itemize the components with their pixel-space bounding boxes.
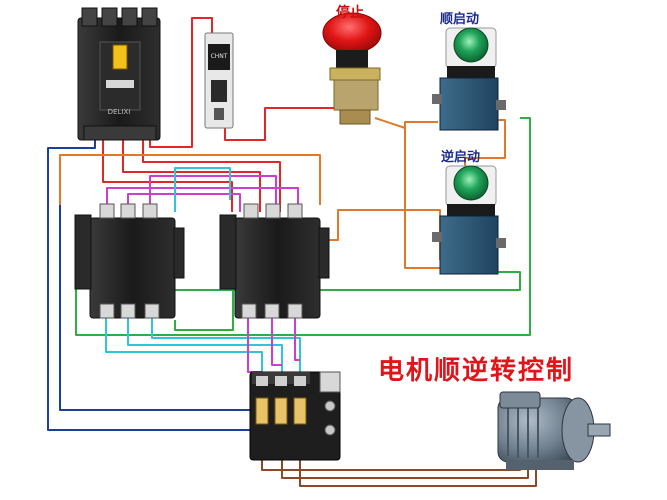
forward-start-button[interactable] (432, 27, 506, 131)
wire-orange-fwd-rev (404, 128, 440, 269)
fuse-holder: CHNT (204, 32, 234, 129)
wire-magenta-5 (271, 318, 282, 366)
breaker-top-terminals (81, 7, 158, 27)
contactor-forward-bottom-terminals (99, 303, 160, 319)
wire-red-fuse-stop (224, 107, 340, 141)
contactor-reverse-top-terminals (243, 203, 303, 219)
wire-orange-stop-fwd (374, 117, 438, 129)
wire-red-l1 (102, 140, 233, 212)
wire-cyan-3 (151, 318, 301, 378)
wire-magenta-2 (127, 193, 241, 212)
diagram-title: 电机顺逆转控制 (378, 356, 575, 386)
reverse-start-button[interactable] (432, 165, 506, 275)
electric-motor (497, 391, 611, 470)
wire-orange-ctl-2 (320, 209, 441, 260)
wire-cyan-1 (105, 318, 263, 378)
stop-button-label: 停止 (336, 5, 364, 21)
wire-magenta-6 (294, 318, 300, 361)
wire-red-fuse-in (149, 17, 213, 148)
reverse-start-label: 逆启动 (441, 150, 481, 165)
wire-orange-fwd-coil (464, 119, 506, 178)
contactor-forward (74, 203, 185, 319)
wire-magenta-1 (106, 187, 299, 212)
forward-start-label: 顺启动 (440, 12, 480, 27)
contactor-forward-top-terminals (99, 203, 158, 219)
fuse-label: CHNT (211, 53, 228, 60)
thermal-overload-relay (249, 371, 341, 461)
wire-magenta-3 (149, 175, 277, 212)
breaker-label: DELIXI (108, 108, 131, 116)
stop-button[interactable] (322, 12, 382, 125)
relay-output-terminals (255, 397, 307, 425)
breaker-handle (112, 44, 128, 70)
relay-top-terminals (256, 376, 306, 386)
circuit-breaker: DELIXI (77, 7, 161, 141)
wire-cyan-2 (127, 318, 283, 378)
wire-blue-2 (59, 205, 250, 411)
contactor-reverse (219, 203, 330, 319)
contactor-reverse-bottom-terminals (241, 303, 303, 319)
wire-cyan-top (174, 167, 231, 212)
wire-brown-3 (299, 440, 537, 487)
